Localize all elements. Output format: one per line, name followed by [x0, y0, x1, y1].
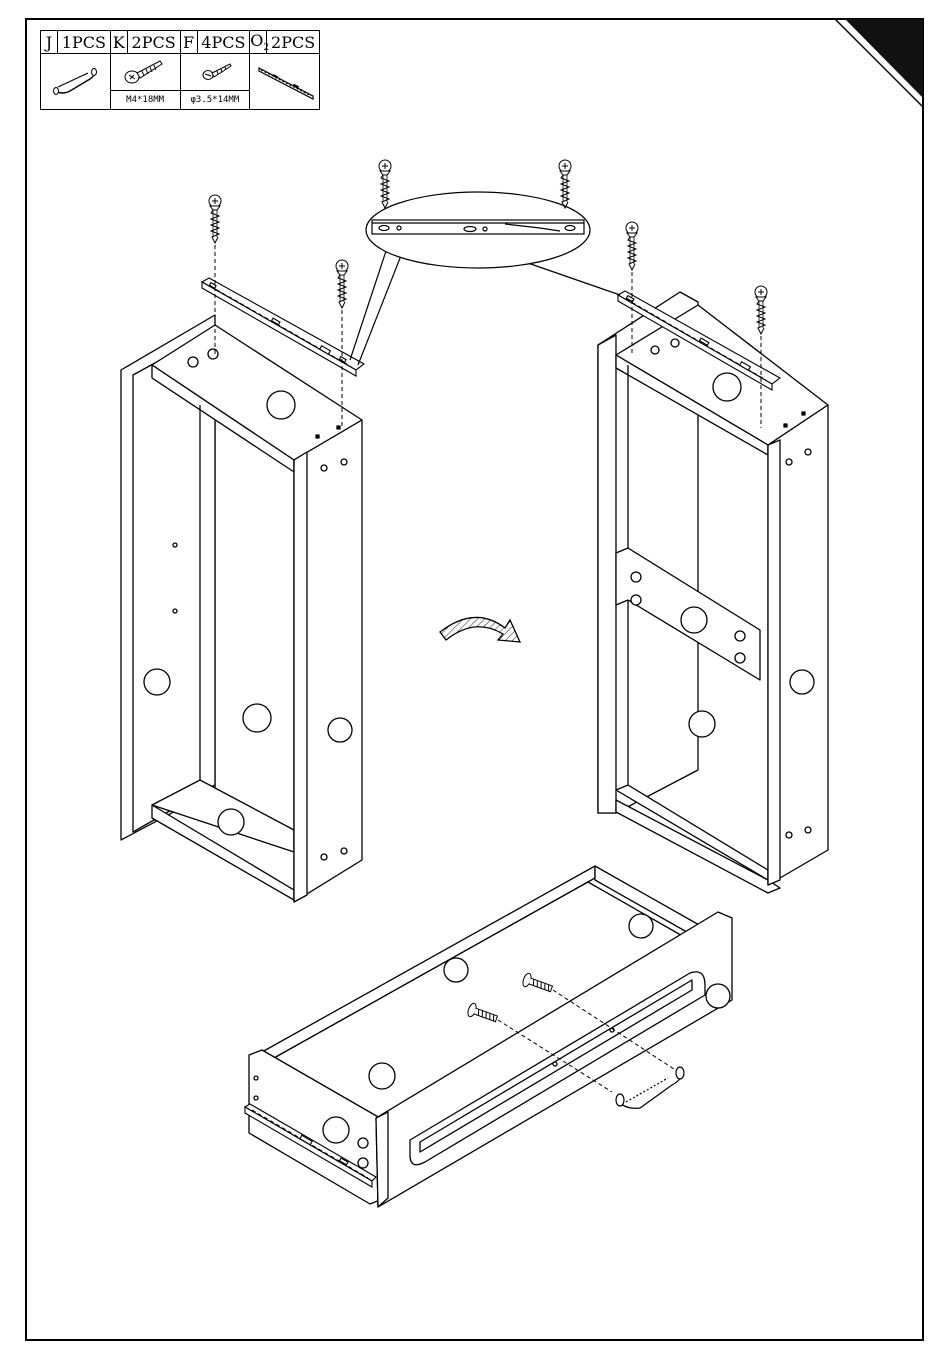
right-cabinet — [598, 292, 828, 893]
part-letter: O2 — [250, 31, 267, 54]
part-spec: φ3.5*14MM — [180, 91, 250, 110]
part-letter: K — [110, 31, 127, 54]
part-qty: 2PCS — [267, 31, 320, 54]
part-qty: 4PCS — [197, 31, 250, 54]
drawer-rail-icon — [250, 54, 320, 110]
corner-tab — [835, 19, 923, 107]
rail-detail-callout — [350, 160, 620, 365]
part-letter-sub: 2 — [263, 43, 269, 53]
drawer-handle — [616, 1067, 684, 1108]
part-letter: F — [180, 31, 197, 54]
part-qty: 2PCS — [127, 31, 180, 54]
rotate-arrow-icon — [440, 617, 520, 642]
part-letter: J — [41, 31, 58, 54]
left-cabinet — [121, 315, 362, 902]
part-spec: M4*18MM — [110, 91, 180, 110]
screw-large-icon — [110, 54, 180, 91]
part-letter-main: O — [250, 31, 263, 50]
parts-table: J 1PCS K 2PCS F 4PCS O2 2PCS — [40, 30, 320, 110]
handle-icon — [41, 54, 111, 110]
screw-small-icon — [180, 54, 250, 91]
part-qty: 1PCS — [58, 31, 111, 54]
